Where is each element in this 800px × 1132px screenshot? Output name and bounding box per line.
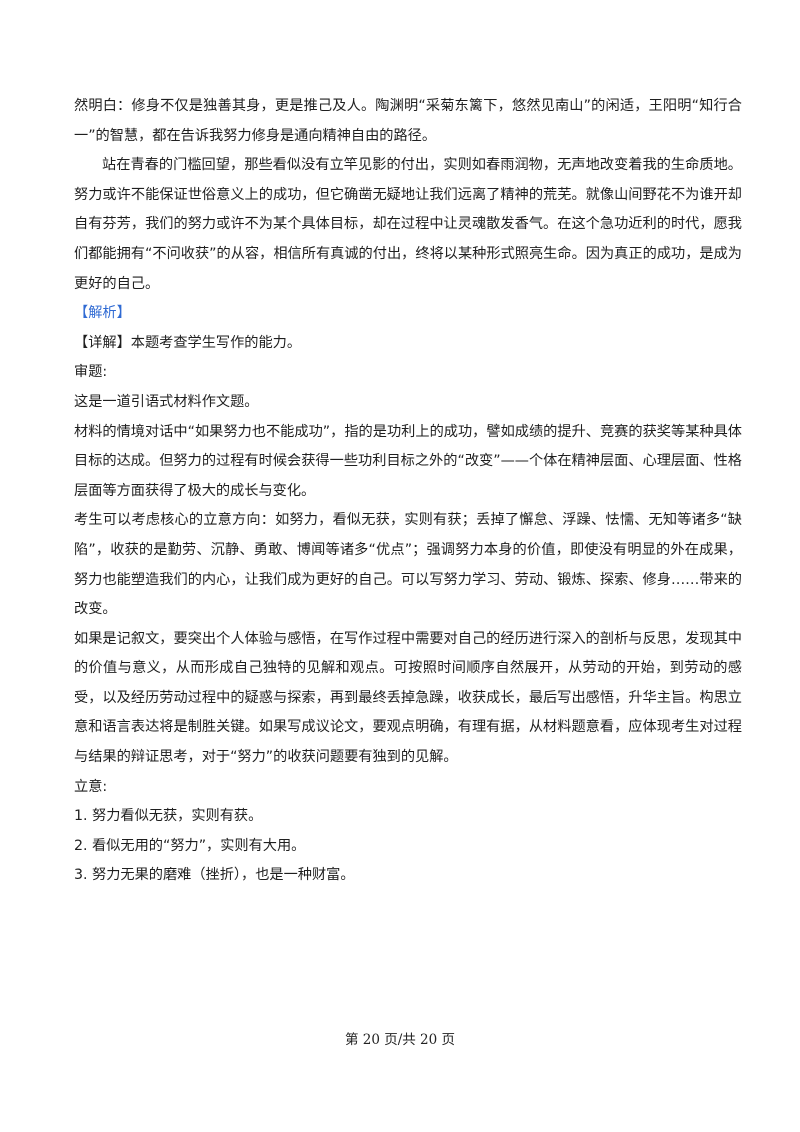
analysis-paragraph: 这是一道引语式材料作文题。 [74, 393, 259, 410]
analysis-paragraph: 考生可以考虑核心的立意方向：如努力，看似无获，实则有获；丢掉了懈怠、浮躁、怯懦、… [74, 512, 742, 618]
analysis-paragraph: 如果是记叙文，要突出个人体验与感悟，在写作过程中需要对自己的经历进行深入的剖析与… [74, 630, 742, 766]
list-item: 2. 看似无用的“努力”，实则有大用。 [74, 837, 306, 854]
section-heading-liyi: 立意: [74, 778, 108, 795]
essay-paragraph: 站在青春的门槛回望，那些看似没有立竿见影的付出，实则如春雨润物，无声地改变着我的… [74, 157, 742, 292]
analysis-detail: 【详解】本题考查学生写作的能力。 [74, 334, 302, 351]
list-item: 3. 努力无果的磨难（挫折），也是一种财富。 [74, 867, 355, 884]
essay-paragraph: 然明白：修身不仅是独善其身，更是推己及人。陶渊明“采菊东篱下，悠然见南山”的闲适… [74, 98, 742, 144]
analysis-paragraph: 材料的情境对话中“如果努力也不能成功”，指的是功利上的成功，譬如成绩的提升、竞赛… [74, 423, 742, 499]
analysis-label: 【解析】 [74, 305, 131, 322]
document-body: 然明白：修身不仅是独善其身，更是推己及人。陶渊明“采菊东篱下，悠然见南山”的闲适… [74, 92, 742, 891]
list-item: 1. 努力看似无获，实则有获。 [74, 808, 263, 825]
page-number: 第 20 页/共 20 页 [344, 1032, 456, 1048]
section-heading-shenti: 审题: [74, 364, 108, 381]
